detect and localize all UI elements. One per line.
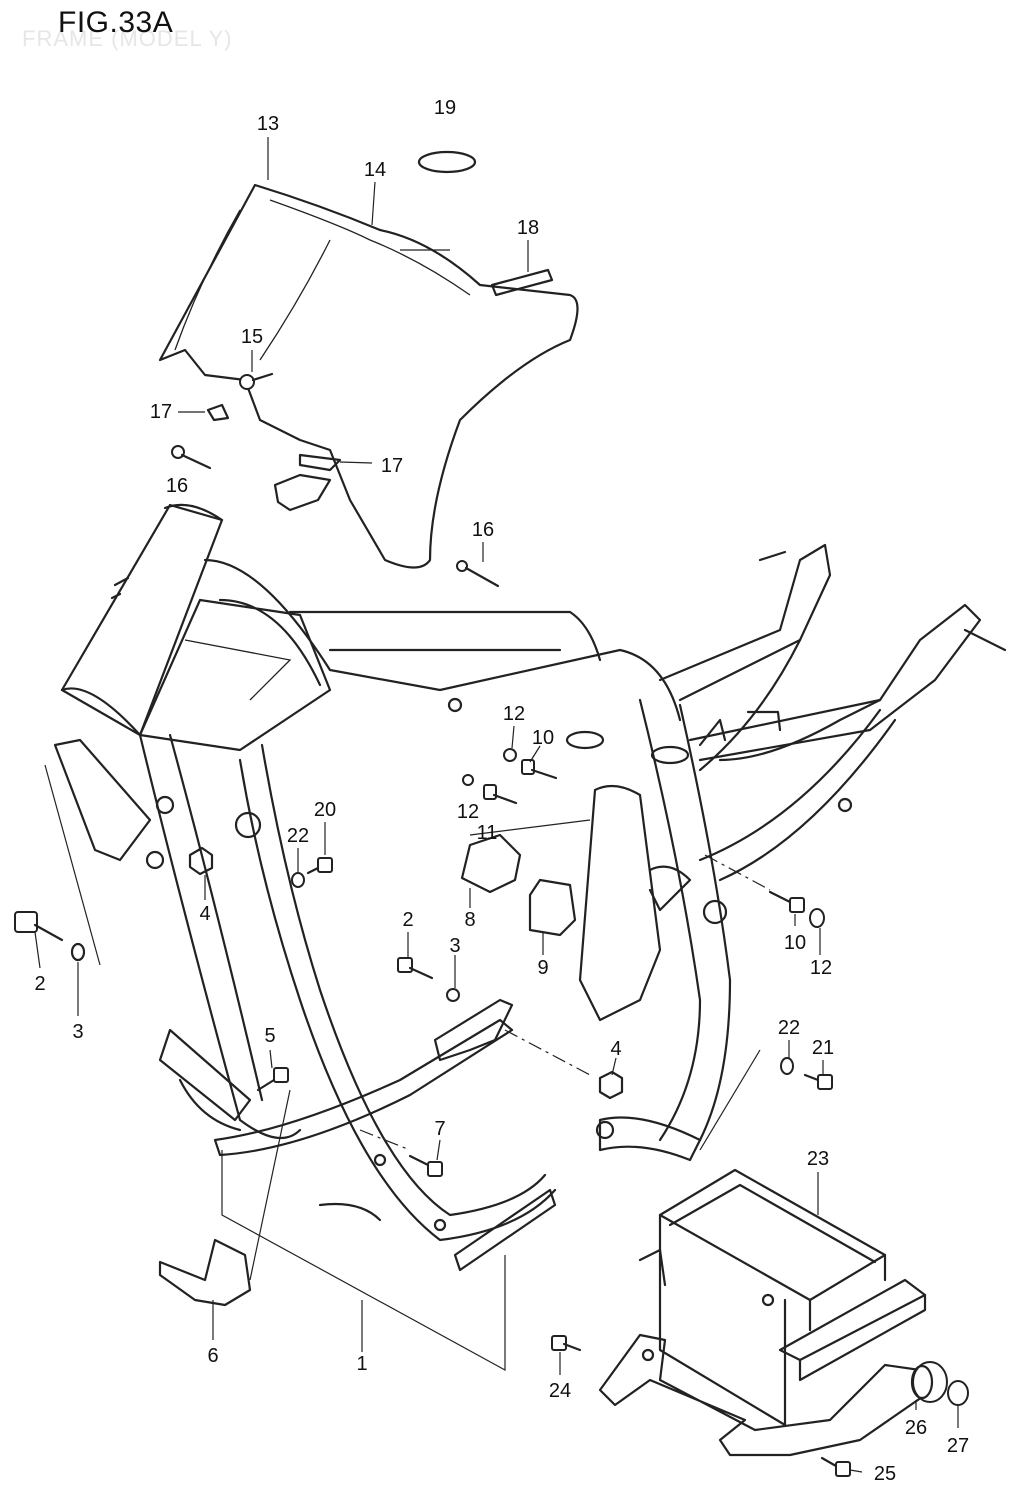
bracket-6	[158, 1238, 252, 1307]
callout-21: 21	[812, 1037, 834, 1059]
callout-22-right: 22	[778, 1017, 800, 1039]
callout-26: 26	[905, 1417, 927, 1439]
callout-15: 15	[241, 326, 263, 348]
callout-22-left: 22	[287, 825, 309, 847]
washer-22-left	[291, 872, 305, 888]
bolt-2-left	[14, 911, 64, 942]
clip-17-lower	[298, 453, 342, 472]
bolt-25	[820, 1456, 851, 1477]
figure-subtitle: FRAME (MODEL Y)	[22, 26, 233, 51]
clip-17-upper	[206, 403, 230, 422]
callout-4-right: 4	[610, 1038, 621, 1060]
callout-25: 25	[874, 1463, 896, 1485]
bolt-10-upper	[521, 759, 558, 780]
callout-9: 9	[537, 957, 548, 979]
callout-27: 27	[947, 1435, 969, 1457]
screw-15	[239, 372, 274, 390]
bolt-11	[483, 784, 518, 805]
callout-8: 8	[464, 909, 475, 931]
bolt-16-left	[171, 445, 212, 470]
callout-23: 23	[807, 1148, 829, 1170]
cushion-26	[910, 1361, 948, 1403]
callout-10-upper: 10	[532, 727, 554, 749]
callout-17-lower: 17	[381, 455, 403, 477]
callout-12-upper: 12	[503, 703, 525, 725]
callout-4-left: 4	[199, 903, 210, 925]
nut-4-left	[188, 846, 214, 876]
bracket-8	[460, 833, 522, 894]
callout-12-lower: 12	[457, 801, 479, 823]
emblem-19	[417, 150, 477, 174]
callout-7: 7	[434, 1118, 445, 1140]
callout-11: 11	[477, 822, 498, 844]
bolt-7	[408, 1154, 443, 1177]
callout-1: 1	[356, 1353, 367, 1375]
callout-14: 14	[364, 159, 386, 181]
battery-box-23	[598, 1168, 927, 1457]
callout-2-left: 2	[34, 973, 45, 995]
plate-9	[528, 878, 577, 937]
callout-2-center: 2	[402, 909, 413, 931]
callout-20: 20	[314, 799, 336, 821]
washer-3-left	[70, 942, 86, 962]
callout-12-right: 12	[810, 957, 832, 979]
nut-4-right	[598, 1070, 624, 1100]
callout-3-center: 3	[449, 935, 460, 957]
bolt-10-right	[768, 890, 805, 913]
bolt-20	[306, 857, 333, 875]
callout-10-right: 10	[784, 932, 806, 954]
frame-cover	[158, 183, 579, 569]
callout-6: 6	[207, 1345, 218, 1367]
washer-22-right	[780, 1057, 794, 1075]
nut-12-upper	[503, 748, 517, 762]
collar-27	[947, 1380, 969, 1406]
callout-3-left: 3	[72, 1021, 83, 1043]
callout-5: 5	[264, 1025, 275, 1047]
callout-24: 24	[549, 1380, 571, 1402]
washer-3-center	[446, 988, 460, 1002]
callout-16-right: 16	[472, 519, 494, 541]
leader-lines	[34, 137, 959, 1473]
bolt-5	[256, 1067, 289, 1092]
bolt-24	[551, 1335, 582, 1352]
nut-12-lower	[462, 774, 474, 786]
bolt-21	[803, 1073, 833, 1090]
figure-title: FIG.33A	[58, 6, 174, 39]
callout-labels: 1 2 2 3 3 4 4 5 6 7 8 9 10 10 11 12 12 1…	[34, 97, 969, 1485]
main-frame	[60, 503, 1007, 1372]
plate-18	[490, 268, 554, 297]
callout-17-upper: 17	[150, 401, 172, 423]
bolt-16-right	[456, 560, 500, 588]
callout-19: 19	[434, 97, 456, 119]
bolt-2-center	[397, 957, 434, 980]
nut-12-right	[809, 908, 825, 928]
callout-13: 13	[257, 113, 279, 135]
callout-16-left: 16	[166, 475, 188, 497]
callout-18: 18	[517, 217, 539, 239]
